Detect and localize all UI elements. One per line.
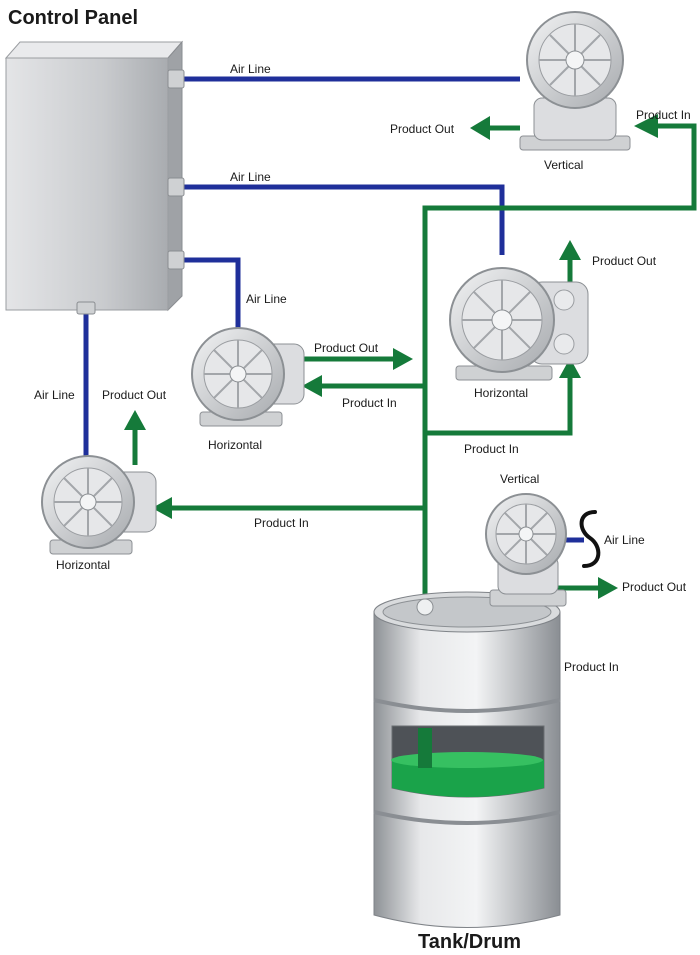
- product-in-right-label: Product In: [464, 442, 519, 456]
- product-in-tank-label: Product In: [564, 660, 619, 674]
- arrow-product-in-center: [302, 375, 322, 397]
- air-line-mid-pipe: [182, 184, 505, 255]
- product-in-left-label: Product In: [254, 516, 309, 530]
- product-out-tank-label: Product Out: [622, 580, 687, 594]
- product-in-center-label: Product In: [342, 396, 397, 410]
- product-out-center-label: Product Out: [314, 341, 379, 355]
- arrow-product-out-tank: [598, 577, 618, 599]
- air-line-left-label: Air Line: [34, 388, 75, 402]
- vertical-top-label: Vertical: [544, 158, 584, 172]
- arrow-product-in-right: [559, 358, 581, 378]
- product-out-left-label: Product Out: [102, 388, 167, 402]
- arrow-product-out-right: [559, 240, 581, 260]
- tank-title: Tank/Drum: [418, 931, 521, 953]
- air-line-low-pipe: [182, 257, 241, 328]
- drum-icon: [373, 591, 561, 928]
- product-out-right-label: Product Out: [592, 254, 657, 268]
- pump-icon: [191, 327, 305, 427]
- main-riser-pipe: [422, 123, 697, 605]
- arrow-product-in-top: [634, 114, 658, 138]
- horizontal-center-label: Horizontal: [208, 438, 263, 452]
- arrow-product-out-center: [393, 348, 413, 370]
- pump-icon: [41, 455, 157, 555]
- control-panel-title: Control Panel: [8, 7, 139, 29]
- pump-icon: [449, 267, 589, 381]
- control-panel-icon: [4, 40, 185, 315]
- air-line-tank-label: Air Line: [604, 533, 645, 547]
- air-line-mid-label: Air Line: [230, 170, 271, 184]
- horizontal-left-label: Horizontal: [56, 558, 111, 572]
- air-line-top-label: Air Line: [230, 62, 271, 76]
- pump-icon: [485, 493, 567, 607]
- vertical-tank-label: Vertical: [500, 472, 540, 486]
- air-line-low-label: Air Line: [246, 292, 287, 306]
- product-in-top-label: Product In: [636, 108, 691, 122]
- air-lines: [83, 76, 584, 543]
- product-out-top-label: Product Out: [390, 122, 455, 136]
- arrow-product-in-left: [152, 497, 172, 519]
- product-in-right-pipe: [425, 375, 573, 436]
- horizontal-right-label: Horizontal: [474, 386, 529, 400]
- air-coil-icon: [579, 510, 601, 568]
- pump-icon: [519, 11, 631, 151]
- arrow-product-out-left: [124, 410, 146, 430]
- arrow-product-out-top: [470, 116, 490, 140]
